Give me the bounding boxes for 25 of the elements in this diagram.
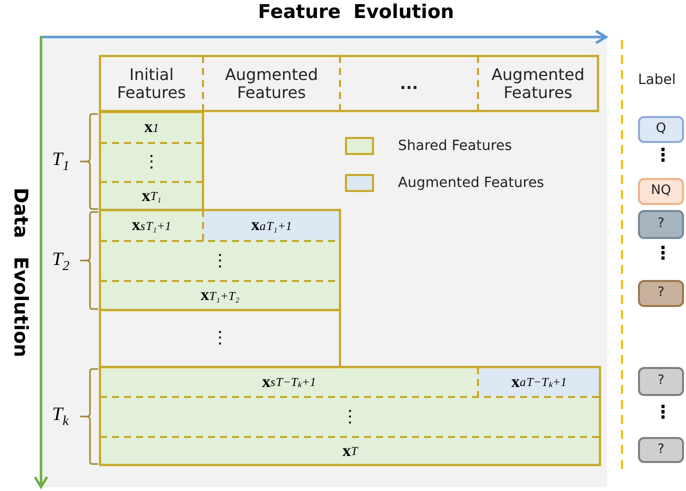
ellipsis: ⋮	[654, 403, 672, 423]
shared-feature-cell: ⋮	[100, 397, 600, 437]
axis-title: Feature Evolution	[258, 2, 454, 23]
brace-label: T$_{1}$	[52, 150, 70, 171]
brace-label: T$_{2}$	[52, 250, 70, 271]
label-tag: ?	[638, 437, 684, 463]
label-tag: Q	[638, 116, 684, 143]
legend-label: Augmented Features	[398, 175, 544, 191]
shared-feature-cell: ⋮	[100, 241, 340, 281]
legend-label: Shared Features	[398, 138, 512, 154]
ellipsis: ⋮	[654, 244, 672, 264]
shared-feature-cell: ⋮	[100, 143, 203, 182]
header-cell: ...	[340, 56, 478, 111]
header-cell: Augmented Features	[478, 56, 598, 111]
label-tag: ?	[638, 210, 684, 239]
label-tag: NQ	[638, 178, 684, 205]
label-tag: ?	[638, 280, 684, 307]
gap-region: ⋮	[100, 310, 340, 367]
axis-title: Data Evolution	[10, 187, 30, 358]
column-heading: Label	[638, 73, 676, 88]
label-tag: ?	[638, 367, 684, 396]
brace-label: T$_{k}$	[52, 405, 69, 426]
header-cell: Initial Features	[100, 56, 203, 111]
header-cell: Augmented Features	[203, 56, 340, 111]
ellipsis: ⋮	[654, 146, 672, 166]
